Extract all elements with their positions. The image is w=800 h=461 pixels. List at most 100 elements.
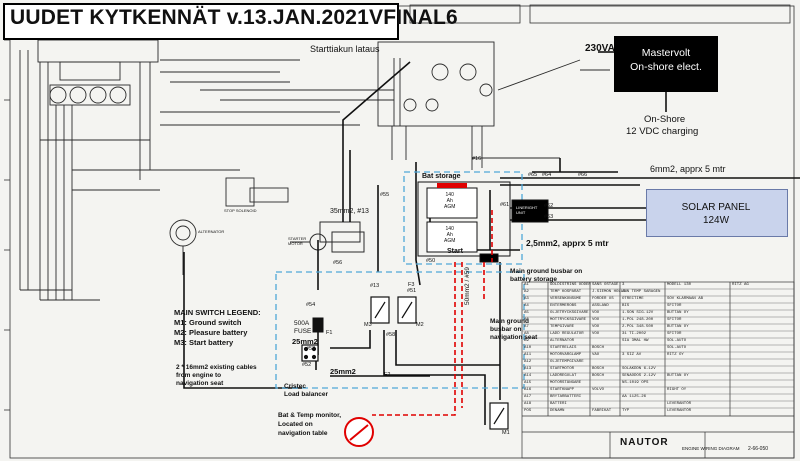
parts-table-cell: BATTERI: [550, 402, 567, 406]
parts-table-cell: DENAMN: [550, 409, 565, 413]
parts-table-cell: RITZ AG: [732, 283, 749, 287]
tag-55: #55: [380, 192, 390, 198]
drawing-number: 2-66-050: [748, 446, 769, 452]
tag-f1: F1: [326, 330, 333, 336]
tag-52: #52: [302, 362, 312, 368]
parts-table-cell: SOV KLARMAAN AB: [667, 297, 704, 301]
parts-table-cell: BOSCH: [592, 367, 605, 371]
parts-table-cell: FABRIKAT: [592, 409, 612, 413]
parts-table-cell: A2: [524, 290, 529, 294]
parts-table-cell: A17: [524, 395, 532, 399]
drawing-title: ENGINE WIRING DIAGRAM: [682, 446, 740, 451]
nautor-label: NAUTOR: [620, 437, 669, 448]
parts-table-cell: ASSLAND: [592, 304, 609, 308]
solar-panel-box: [646, 189, 788, 237]
parts-table-cell: VOO: [592, 311, 600, 315]
parts-table-cell: STARTKNAPP: [550, 388, 575, 392]
tag-62: #62: [544, 203, 554, 209]
existing-cables-label: 2 * 16mm2 existing cables from engine to…: [176, 364, 257, 387]
monitor-label: Bat & Temp monitor, Located on navigatio…: [278, 412, 342, 437]
parts-table-cell: RIGHT OY: [667, 388, 687, 392]
parts-table-cell: STARTMOTOR: [550, 367, 575, 371]
parts-table-rows: [522, 288, 794, 409]
parts-table-cell: 3: [622, 283, 625, 287]
parts-table-cell: 3 SIZ AV: [622, 353, 642, 357]
battery-storage: [417, 181, 549, 263]
mastervolt-line1: Mastervolt: [641, 47, 691, 59]
parts-table-cell: AA 1125-26: [622, 395, 647, 399]
parts-table-cell: A11: [524, 353, 532, 357]
tag-m1: M1: [502, 430, 510, 436]
parts-table-cell: OTRECTIME: [622, 297, 644, 301]
parts-table-cell: MODELL 130: [667, 283, 692, 287]
parts-table-cell: VAO: [592, 353, 600, 357]
title-box: [3, 3, 399, 40]
stop-solenoid-label: STOP SOLENOID: [224, 208, 257, 213]
parts-table-cell: J.SIEMON HOLLS: [592, 290, 626, 294]
parts-table-cell: A13: [524, 367, 532, 371]
fuse-label: 500A FUSE: [294, 320, 312, 335]
parts-table-cell: SOL-AUTO: [667, 339, 687, 343]
tag-f3: F3: [408, 282, 415, 288]
cable-2-5-label: 2,5mm2, apprx 5 mtr: [526, 238, 609, 248]
parts-table-cell: BUTTAN OY: [667, 311, 689, 315]
mastervolt-line2: On-shore elect.: [630, 61, 702, 73]
start-charge-label: Starttiakun lataus: [310, 44, 380, 54]
start-label: Start: [447, 248, 463, 255]
ground-busbar-storage-label: Main ground busbar on battery storage: [510, 268, 583, 283]
parts-table-cell: 31 TI-2002: [622, 332, 647, 336]
drawing-frame: [4, 4, 795, 459]
parts-table-cell: 1-POL 248.200: [622, 318, 654, 322]
switches: [370, 296, 509, 430]
load-balancer-icon: [301, 344, 319, 362]
parts-table-cell: 2-POL 348.500: [622, 325, 654, 329]
parts-table-cell: LEVERANTÖR: [667, 409, 692, 413]
tag-63: #63: [544, 214, 554, 220]
tag-61: #61: [500, 202, 510, 208]
parts-table-cell: A3: [524, 297, 529, 301]
parts-table-cell: STARTRELAIS: [550, 346, 577, 350]
parts-table-cell: 1.SON SIG.12V: [622, 311, 654, 315]
ground-busbar-nav-label: Main ground busbar on navigation seat: [490, 318, 538, 341]
tag-13: #13: [370, 283, 380, 289]
cable-25a-label: 25mm2: [292, 337, 318, 346]
parts-table-cell: MOTORSTÄNGARE: [550, 381, 582, 385]
lineright-label: LINERIGHT UNIT: [516, 205, 538, 215]
parts-table-cell: A9: [524, 339, 529, 343]
red-monitor-wires: [372, 210, 493, 416]
tag-58: #58: [386, 332, 396, 338]
tag-54: #54: [306, 302, 316, 308]
tag-50: #50: [426, 258, 436, 264]
parts-table-cell: LEVERANTÖR: [667, 402, 692, 406]
parts-table-cell: VOO: [592, 318, 600, 322]
onshore-line1: On-Shore: [644, 114, 686, 125]
parts-table-cell: BUTTAN OY: [667, 374, 689, 378]
parts-table-cell: SFITOR: [667, 304, 682, 308]
cable-50-label: 50mm2 / #59: [464, 267, 471, 305]
battery-bottom-label: 140 Ah AGM: [444, 226, 456, 244]
cable-25b-label: 25mm2: [330, 367, 356, 376]
parts-table-cell: A16: [524, 388, 532, 392]
solar-line2: 124W: [702, 215, 730, 226]
parts-table-cell: MOTTRYCKSGIVARE: [550, 318, 587, 322]
parts-table-cell: A10: [524, 346, 532, 350]
parts-table-cell: SFITOR: [667, 318, 682, 322]
parts-table-cell: SOL-AUTO: [667, 346, 687, 350]
parts-table-cell: LADDREGULAT: [550, 374, 577, 378]
red-terminals: [437, 183, 467, 188]
parts-table-cell: A8: [524, 332, 529, 336]
parts-table-cell: POS: [524, 409, 532, 413]
parts-table-cell: MOTORVARGLAMP: [550, 353, 582, 357]
parts-table-cell: SANS OSTAGE: [592, 283, 619, 287]
parts-table-cell: A7: [524, 325, 529, 329]
parts-table-cell: SFITOR: [667, 332, 682, 336]
mastervolt-box: [614, 36, 718, 92]
parts-table-cell: VOO: [592, 325, 600, 329]
parts-table-cell: LADD REGULATOR: [550, 332, 584, 336]
tag-56: #56: [333, 260, 343, 266]
tag-65: #65: [528, 172, 538, 178]
legend-title: MAIN SWITCH LEGEND:: [174, 308, 261, 317]
legend-m3: M3: Start battery: [174, 338, 234, 347]
